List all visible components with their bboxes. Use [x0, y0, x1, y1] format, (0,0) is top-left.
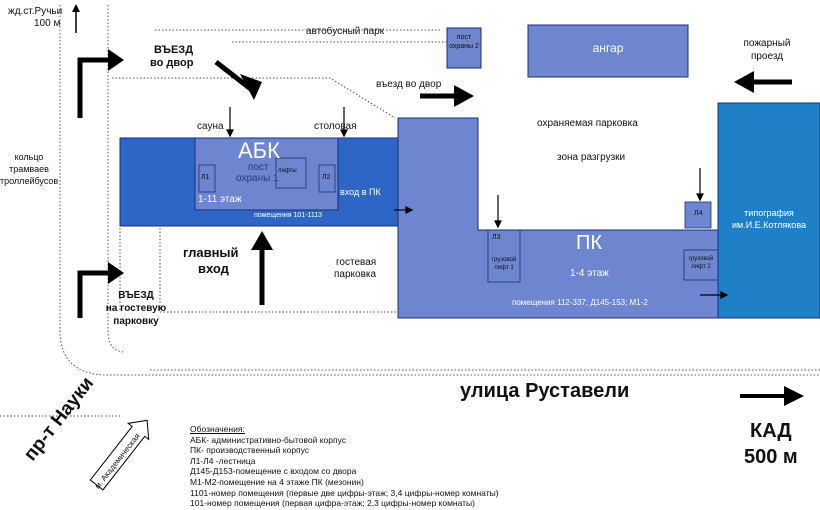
abk-post-label-2: охраны 1 [236, 173, 279, 184]
legend-line: ПК- производственный корпус [190, 445, 310, 456]
freight-lift-1-label-a: грузовой [491, 257, 517, 263]
entry-yard-label-2: во двор [150, 57, 194, 69]
legend-line: М1-М2-помещение на 4 этаже ПК (мезонин) [190, 476, 364, 487]
freight-lift-1-label-b: лифт 1 [494, 265, 514, 271]
elevators-label: лифты [278, 168, 297, 174]
entry-yard-label-1: ВЪЕЗД [154, 44, 194, 56]
print-label-2: им.И.Е.Котлякова [731, 220, 807, 230]
hangar-label: ангар [592, 41, 624, 55]
legend-line: Л1-Л4 -лестница [190, 455, 256, 466]
guard-post-2-label: пост охраны 2 [449, 34, 479, 50]
entry-pk-label: вход в ПК [340, 187, 381, 197]
l3-label: Л3 [492, 234, 501, 241]
street-label: улица Руставели [460, 380, 630, 402]
pk-building [397, 117, 719, 319]
legend-line: Д145-Д153-помещение с входом со двора [190, 466, 357, 477]
kad-arrow-icon [740, 386, 804, 406]
abk-floors-label: 1-11 этаж [198, 194, 242, 205]
fire-passage-label-2: проезд [750, 51, 784, 62]
rail-distance-label: 100 м [34, 18, 61, 29]
guard-post-2-building [446, 27, 482, 69]
unloading-zone-label: зона разгрузки [557, 152, 626, 163]
bus-park-label: автобусный парк [306, 26, 385, 37]
main-entrance-label-2: вход [198, 261, 229, 276]
main-entrance-label-1: главный [183, 245, 239, 260]
ring-label-1: кольцо [14, 152, 44, 162]
fire-passage-label-1: пожарный [743, 38, 791, 49]
legend-title: Обозначения: [190, 424, 245, 434]
ring-label-2: трамваев [9, 164, 49, 174]
turn-arrow-icon [77, 57, 112, 118]
diagonal-arrow-icon [214, 60, 262, 100]
elevators-box [275, 157, 307, 189]
legend-line: 1101-номер помещения (первые две цифры-э… [190, 487, 499, 498]
hangar-building [527, 24, 689, 78]
l1-label: Л1 [201, 174, 210, 181]
legend: Обозначения: АБК- административно-бытово… [190, 424, 499, 509]
ring-label-3: троллейбусов [0, 176, 59, 186]
legend-line: АБК- административно-бытовой корпус [190, 434, 346, 445]
l2-label: Л2 [322, 174, 331, 181]
straight-arrow-icon [251, 231, 273, 305]
abk-title: АБК [238, 138, 280, 163]
north-arrow-icon [72, 4, 80, 33]
freight-lift-2-label-b: лифт 2 [691, 264, 711, 270]
sauna-label: сауна [197, 121, 224, 132]
kad-distance-label: 500 м [744, 446, 798, 468]
left-arrow-icon [734, 71, 792, 93]
rail-station-label: жд.ст.Ручьи [8, 6, 63, 17]
road-lines [0, 5, 820, 417]
l4-label: Л4 [694, 210, 703, 217]
right-arrow-icon [394, 206, 729, 299]
canteen-label: столовая [314, 121, 357, 132]
print-label-1: типография [744, 208, 794, 218]
entry-yard-mid-label: въезд во двор [376, 79, 442, 90]
down-arrow-icon [226, 107, 704, 229]
stair-l4 [684, 201, 712, 229]
guest-parking-label-1: гостевая [336, 257, 377, 268]
freight-lift-2-label-a: грузовой [688, 256, 714, 262]
pk-title: ПК [576, 232, 603, 254]
stair-l2 [318, 164, 336, 193]
turn-arrow-icon [77, 270, 112, 318]
entry-guest-label-2: на гостевую [105, 303, 167, 314]
stair-l1 [198, 164, 216, 193]
metro-arrow-icon [89, 419, 150, 491]
abk-rooms-label: помещения 101-1113 [254, 212, 323, 219]
guarded-parking-label: охраняемая парковка [537, 118, 638, 129]
abk-post-label-1: пост [248, 162, 269, 173]
turn-arrow-head-2 [108, 262, 124, 284]
print-building [717, 102, 820, 319]
entry-guest-label-1: ВЪЕЗД [118, 290, 154, 301]
right-arrow-icon [420, 85, 474, 107]
pk-rooms-label: помещения 112-337; Д145-153; М1-2 [512, 298, 648, 307]
abk-core [194, 137, 339, 211]
turn-arrow-head-1 [108, 49, 124, 71]
kad-label: КАД [750, 420, 792, 442]
legend-line: 101-номер помещения (первая цифра-этаж; … [190, 498, 475, 509]
guest-parking-label-2: парковка [334, 269, 377, 280]
pk-floors-label: 1-4 этаж [570, 268, 609, 279]
freight-lift-1-box [487, 229, 521, 283]
entry-guest-label-3: парковку [113, 316, 159, 327]
